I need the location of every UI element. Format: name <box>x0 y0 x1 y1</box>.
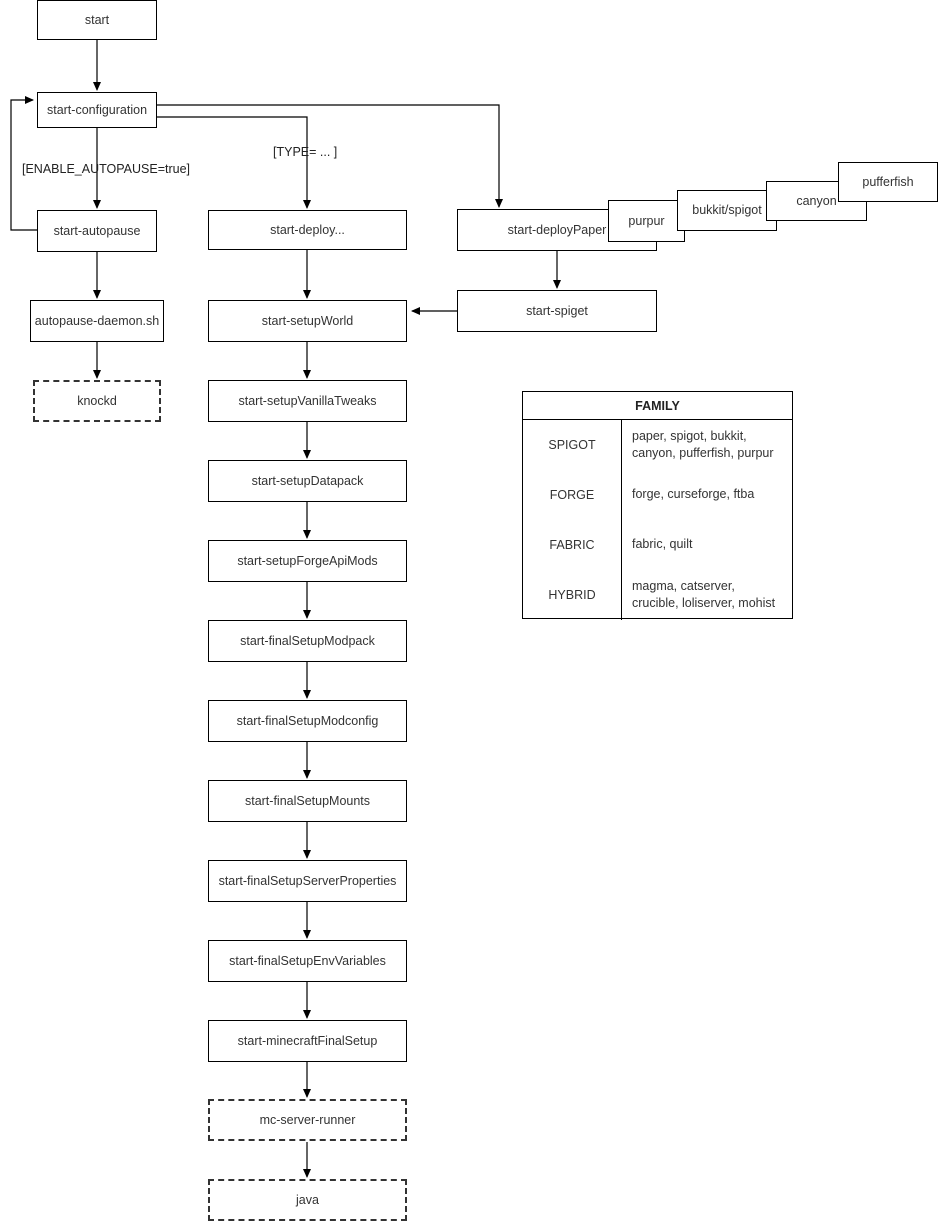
family-members-forge: forge, curseforge, ftba <box>632 487 755 502</box>
node-start-final-setup-modpack[interactable]: start-finalSetupModpack <box>208 620 407 662</box>
node-start-setup-world-label: start-setupWorld <box>261 313 354 328</box>
node-start-autopause[interactable]: start-autopause <box>37 210 157 252</box>
node-start-minecraft-final-setup[interactable]: start-minecraftFinalSetup <box>208 1020 407 1062</box>
node-purpur-label: purpur <box>628 213 665 228</box>
node-java-label: java <box>296 1192 319 1207</box>
family-name-hybrid: HYBRID <box>523 569 622 620</box>
node-start-spiget[interactable]: start-spiget <box>457 290 657 332</box>
node-start-final-setup-mounts[interactable]: start-finalSetupMounts <box>208 780 407 822</box>
family-table-header: FAMILY <box>523 392 792 420</box>
node-bukkit-spigot[interactable]: bukkit/spigot <box>677 190 777 231</box>
node-start-final-setup-env-variables-label: start-finalSetupEnvVariables <box>229 953 386 968</box>
node-start-spiget-label: start-spiget <box>526 303 588 318</box>
edge-label-enable-autopause: [ENABLE_AUTOPAUSE=true] <box>22 162 190 176</box>
node-start-setup-world[interactable]: start-setupWorld <box>208 300 407 342</box>
family-members-fabric: fabric, quilt <box>632 537 693 552</box>
table-row: FORGE forge, curseforge, ftba <box>523 469 792 520</box>
node-start-deploy-paper-label: start-deployPaper <box>507 222 607 237</box>
node-start-final-setup-env-variables[interactable]: start-finalSetupEnvVariables <box>208 940 407 982</box>
node-purpur[interactable]: purpur <box>608 200 685 242</box>
node-start-deploy-label: start-deploy... <box>270 222 345 237</box>
family-table: FAMILY SPIGOT paper, spigot, bukkit, can… <box>522 391 793 620</box>
table-row: HYBRID magma, catserver, crucible, lolis… <box>523 569 792 620</box>
node-java[interactable]: java <box>208 1179 407 1221</box>
table-row: SPIGOT paper, spigot, bukkit, canyon, pu… <box>523 419 792 470</box>
node-pufferfish[interactable]: pufferfish <box>838 162 938 202</box>
node-start-setup-datapack[interactable]: start-setupDatapack <box>208 460 407 502</box>
node-start-final-setup-modconfig[interactable]: start-finalSetupModconfig <box>208 700 407 742</box>
edge-label-type-text: [TYPE= ... ] <box>273 145 338 159</box>
node-start-configuration[interactable]: start-configuration <box>37 92 157 128</box>
family-name-spigot: SPIGOT <box>523 419 622 470</box>
node-start-setup-datapack-label: start-setupDatapack <box>251 473 364 488</box>
family-members-hybrid: magma, catserver, crucible, loliserver, … <box>632 578 776 610</box>
node-start-setup-forge-api-mods[interactable]: start-setupForgeApiMods <box>208 540 407 582</box>
edge-label-enable-autopause-text: [ENABLE_AUTOPAUSE=true] <box>22 162 191 176</box>
node-autopause-daemon-label: autopause-daemon.sh <box>34 313 160 328</box>
node-start-setup-forge-api-mods-label: start-setupForgeApiMods <box>237 553 378 568</box>
node-start-configuration-label: start-configuration <box>46 102 148 117</box>
family-name-forge: FORGE <box>523 469 622 520</box>
node-start-final-setup-server-properties-label: start-finalSetupServerProperties <box>218 873 397 888</box>
node-start-minecraft-final-setup-label: start-minecraftFinalSetup <box>237 1033 378 1048</box>
node-mc-server-runner[interactable]: mc-server-runner <box>208 1099 407 1141</box>
node-knockd-label: knockd <box>77 393 117 408</box>
node-start-setup-vanilla-tweaks-label: start-setupVanillaTweaks <box>238 393 377 408</box>
node-mc-server-runner-label: mc-server-runner <box>259 1112 356 1127</box>
node-autopause-daemon[interactable]: autopause-daemon.sh <box>30 300 164 342</box>
node-pufferfish-label: pufferfish <box>862 174 914 189</box>
node-start-label: start <box>84 12 110 27</box>
node-start-final-setup-modconfig-label: start-finalSetupModconfig <box>236 713 379 728</box>
family-members-spigot: paper, spigot, bukkit, canyon, pufferfis… <box>632 428 774 460</box>
family-table-body: SPIGOT paper, spigot, bukkit, canyon, pu… <box>523 419 792 620</box>
node-canyon-label: canyon <box>796 193 837 208</box>
node-knockd[interactable]: knockd <box>33 380 161 422</box>
node-start-final-setup-mounts-label: start-finalSetupMounts <box>244 793 371 808</box>
node-start-setup-vanilla-tweaks[interactable]: start-setupVanillaTweaks <box>208 380 407 422</box>
edge-label-type: [TYPE= ... ] <box>273 145 337 159</box>
table-row: FABRIC fabric, quilt <box>523 519 792 570</box>
node-bukkit-spigot-label: bukkit/spigot <box>692 203 762 217</box>
node-start-final-setup-modpack-label: start-finalSetupModpack <box>240 633 375 648</box>
node-start-deploy[interactable]: start-deploy... <box>208 210 407 250</box>
node-start[interactable]: start <box>37 0 157 40</box>
node-start-autopause-label: start-autopause <box>53 223 141 238</box>
family-name-fabric: FABRIC <box>523 519 622 570</box>
node-start-final-setup-server-properties[interactable]: start-finalSetupServerProperties <box>208 860 407 902</box>
